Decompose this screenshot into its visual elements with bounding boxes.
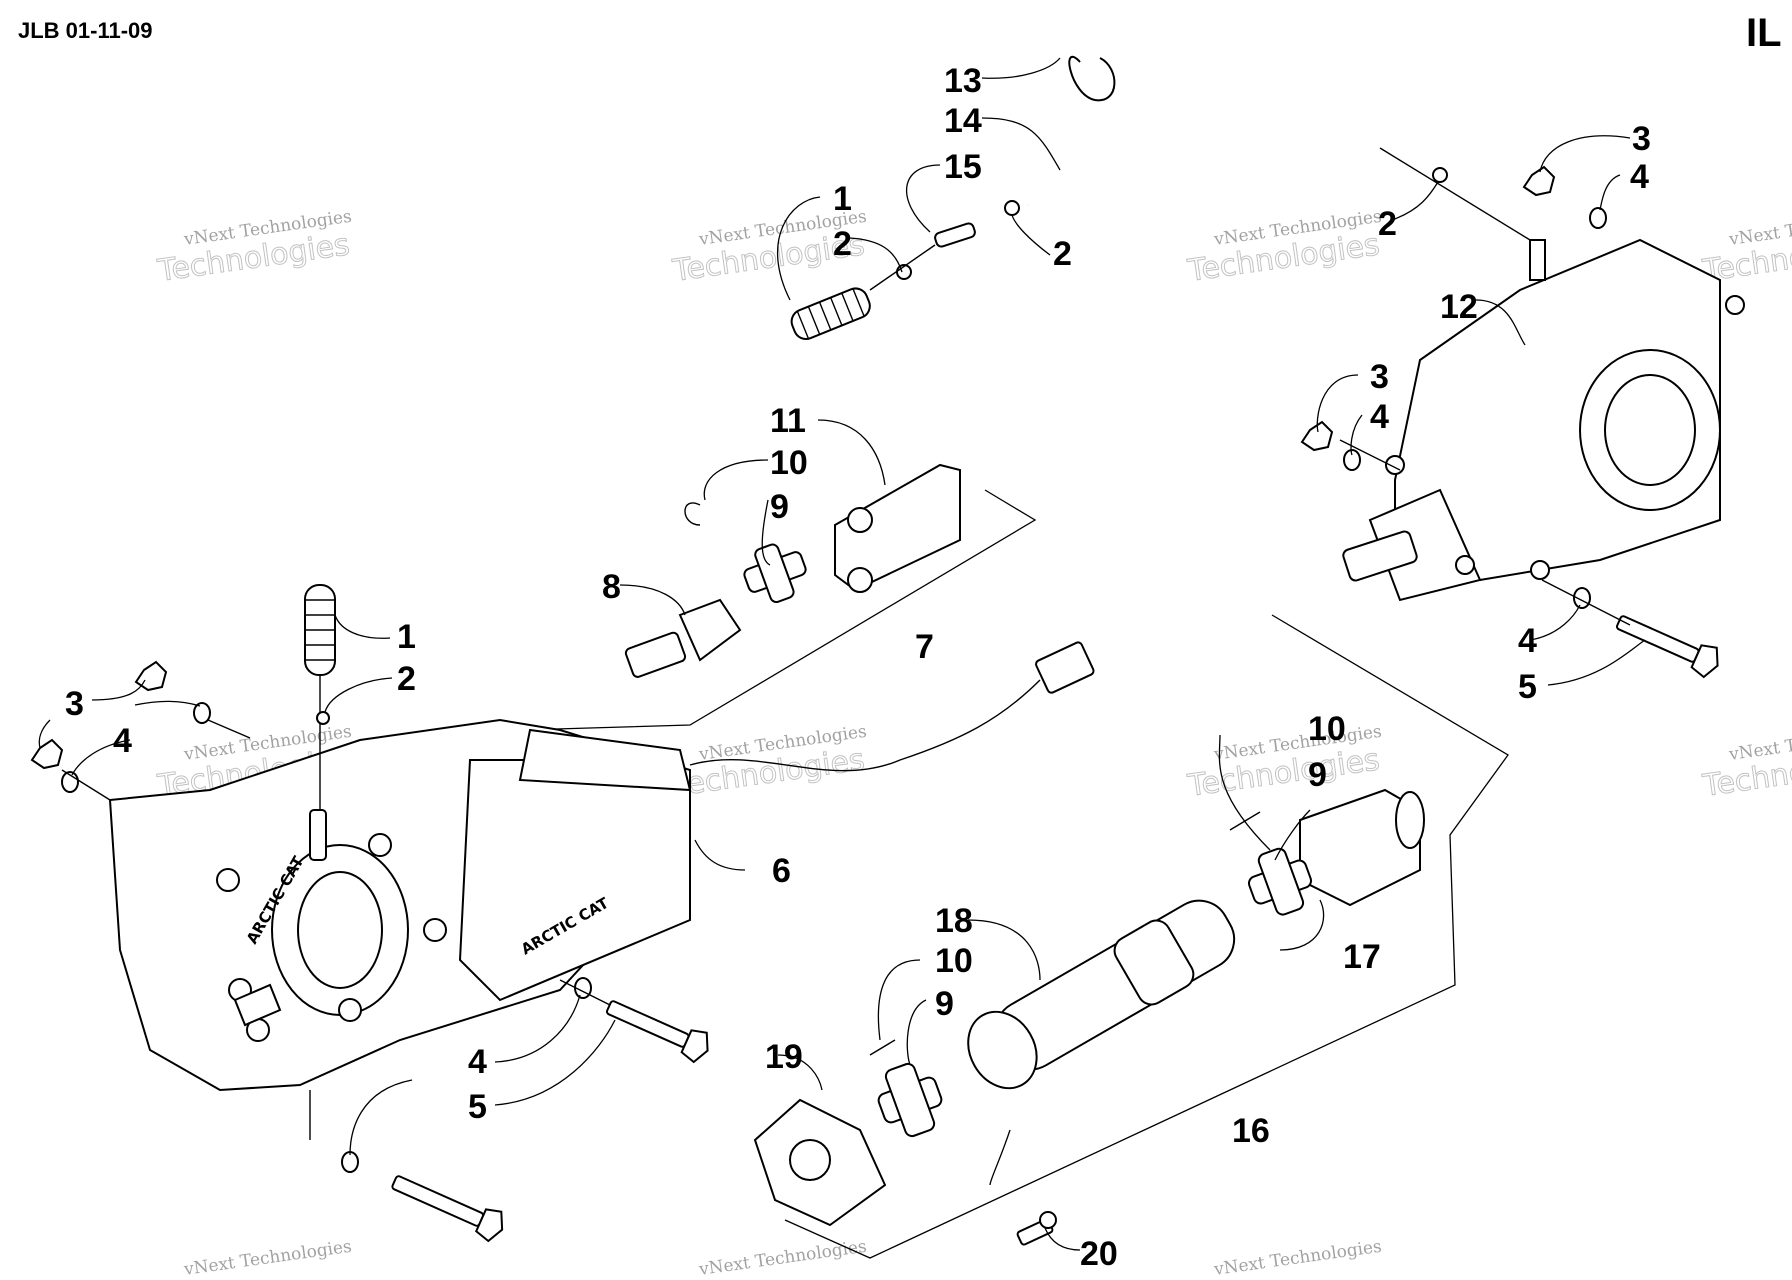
document-code: JLB 01-11-09 — [18, 18, 153, 43]
watermark-text: vNext Technologies — [182, 1237, 353, 1280]
callout-18: 18 — [935, 902, 973, 940]
callout-8: 8 — [602, 568, 621, 606]
callout-10: 10 — [1308, 710, 1346, 748]
front-differential-housing — [1342, 238, 1745, 602]
callout-labels: 13 14 15 1 2 2 2 3 4 12 3 4 4 5 11 10 9 … — [65, 62, 1651, 1273]
callout-4: 4 — [1630, 158, 1649, 196]
callout-4: 4 — [1370, 398, 1389, 436]
leader-lines — [38, 57, 1646, 1251]
callout-16: 16 — [1232, 1112, 1270, 1150]
callout-4: 4 — [1518, 622, 1537, 660]
callout-5: 5 — [1518, 668, 1537, 706]
callout-2: 2 — [1053, 235, 1072, 273]
callout-9: 9 — [1308, 756, 1327, 794]
callout-10: 10 — [770, 444, 808, 482]
callout-10: 10 — [935, 942, 973, 980]
callout-20: 20 — [1080, 1235, 1118, 1273]
callout-1: 1 — [833, 180, 852, 218]
callout-1: 1 — [397, 618, 416, 656]
callout-9: 9 — [935, 985, 954, 1023]
callout-12: 12 — [1440, 288, 1478, 326]
watermark-text: vNext Technologies — [697, 1237, 868, 1280]
gear-case-assembly: ARCTIC CAT ARCTIC CAT — [108, 584, 1095, 1092]
vent-hose-assembly — [790, 55, 1531, 341]
callout-2: 2 — [1378, 205, 1397, 243]
callout-13: 13 — [944, 62, 982, 100]
callout-3: 3 — [65, 685, 84, 723]
watermark-text: vNext Technologies — [1212, 1237, 1383, 1280]
callout-2: 2 — [397, 660, 416, 698]
callout-11: 11 — [770, 402, 806, 440]
callout-2: 2 — [833, 225, 852, 263]
callout-3: 3 — [1370, 358, 1389, 396]
callout-14: 14 — [944, 102, 982, 140]
callout-17: 17 — [1343, 938, 1381, 976]
fasteners — [30, 165, 1719, 1243]
callout-4: 4 — [468, 1043, 487, 1081]
callout-7: 7 — [915, 628, 934, 666]
callout-5: 5 — [468, 1088, 487, 1126]
callout-19: 19 — [765, 1038, 803, 1076]
front-drive-shaft-assembly — [753, 614, 1509, 1259]
callout-9: 9 — [770, 488, 789, 526]
callout-15: 15 — [944, 148, 982, 186]
callout-3: 3 — [1632, 120, 1651, 158]
callout-4: 4 — [113, 722, 132, 760]
figure-reference: IL C — [1746, 11, 1792, 55]
callout-6: 6 — [772, 852, 791, 890]
